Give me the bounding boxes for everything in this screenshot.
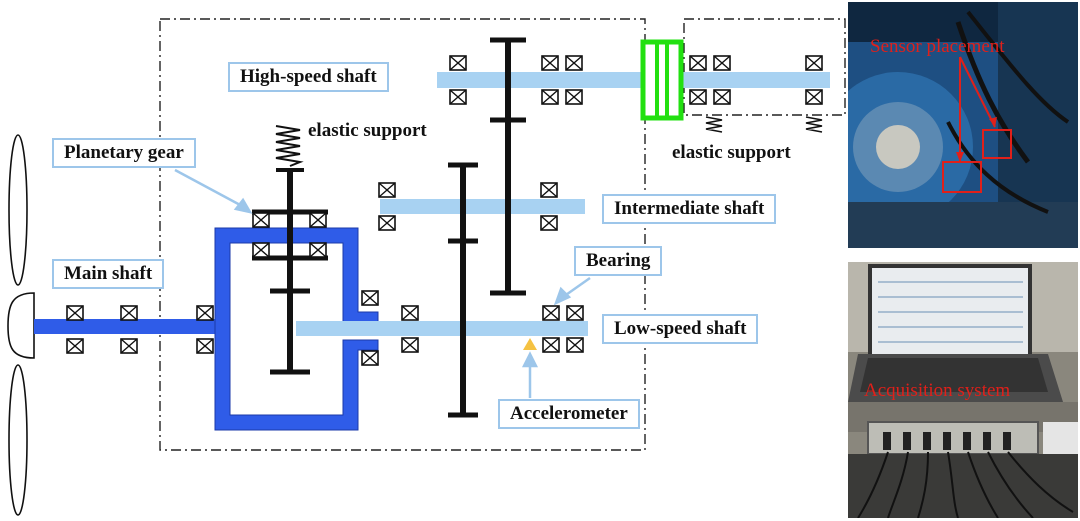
planet-carrier [214,227,379,431]
sensor-placement-caption: Sensor placement [870,36,1005,57]
leader-lines [174,168,591,398]
gearbox-housing-outline [159,18,646,451]
main-shaft [34,319,219,334]
intermediate-shaft-bar [380,199,585,214]
label-low-speed-shaft: Low-speed shaft [602,314,759,344]
label-elastic-support-right: elastic support [672,142,791,163]
label-elastic-support-left: elastic support [308,120,427,141]
acquisition-system-caption: Acquisition system [864,380,1011,401]
label-accelerometer: Accelerometer [498,399,640,429]
elastic-support-spring-r1 [705,116,723,133]
accelerometer-marker [523,338,537,350]
label-planetary-gear: Planetary gear [52,138,196,168]
sensor-placement-photo: Sensor placement [848,2,1078,248]
label-main-shaft: Main shaft [52,259,165,289]
rotor-blade [7,134,35,516]
coupling [640,39,684,121]
low-speed-shaft-bar [296,321,588,336]
label-high-speed-shaft: High-speed shaft [228,62,389,92]
high-speed-shaft-bar [437,72,830,88]
elastic-support-spring-r2 [805,116,823,133]
acquisition-system-photo: Acquisition system [848,262,1078,518]
label-bearing: Bearing [574,246,663,276]
label-intermediate-shaft: Intermediate shaft [602,194,777,224]
elastic-support-spring-left [275,125,304,167]
